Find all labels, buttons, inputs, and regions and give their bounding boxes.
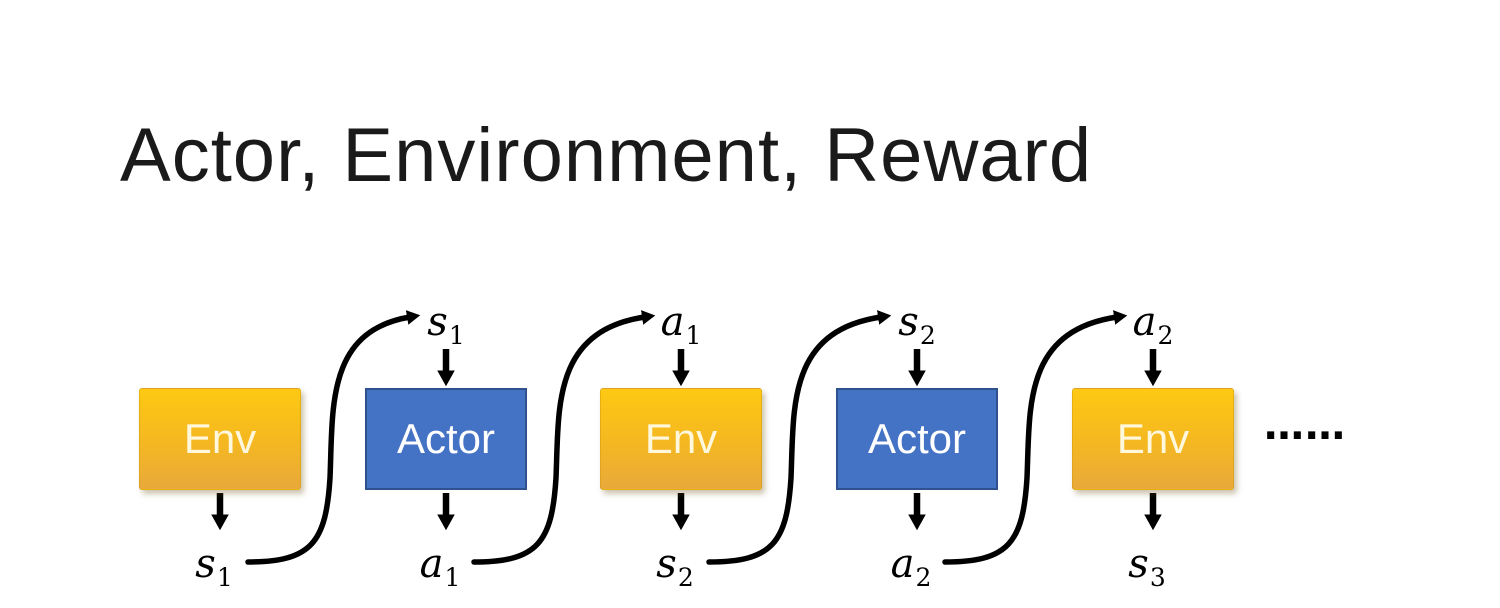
top-label-s1: s1 xyxy=(427,302,464,348)
bottom-label-s3: s3 xyxy=(1128,544,1165,590)
actor-box-1-label: Actor xyxy=(396,415,496,462)
bottom-label-a2-var: a xyxy=(890,541,915,587)
bottom-label-a2: a2 xyxy=(891,544,932,590)
top-label-a2: a2 xyxy=(1133,302,1174,348)
top-label-a1: a1 xyxy=(661,302,702,348)
bottom-label-s3-sub: 3 xyxy=(1149,563,1166,592)
top-label-s2-var: s xyxy=(898,299,919,345)
top-label-s2-sub: 2 xyxy=(919,321,936,350)
bottom-label-a1-sub: 1 xyxy=(444,563,461,592)
top-label-a2-var: a xyxy=(1132,299,1157,345)
bottom-label-s2-var: s xyxy=(656,541,677,587)
env-box-1: Env xyxy=(139,388,301,490)
env-box-3: Env xyxy=(1072,388,1234,490)
actor-box-2-label: Actor xyxy=(867,415,967,462)
top-label-s1-var: s xyxy=(427,299,448,345)
slide-title: Actor, Environment, Reward xyxy=(120,113,1093,198)
bottom-label-s1-sub: 1 xyxy=(216,563,233,592)
top-label-a2-sub: 2 xyxy=(1157,321,1174,350)
bottom-label-a2-sub: 2 xyxy=(915,563,932,592)
bottom-label-s2-sub: 2 xyxy=(677,563,694,592)
bottom-label-s2: s2 xyxy=(656,544,693,590)
bottom-label-s3-var: s xyxy=(1128,541,1149,587)
bottom-label-s1-var: s xyxy=(195,541,216,587)
top-label-s2: s2 xyxy=(898,302,935,348)
bottom-label-s1: s1 xyxy=(195,544,232,590)
env-box-3-label: Env xyxy=(1116,415,1190,462)
bottom-label-a1-var: a xyxy=(419,541,444,587)
top-label-a1-sub: 1 xyxy=(685,321,702,350)
actor-box-2: Actor xyxy=(836,388,998,490)
actor-box-1: Actor xyxy=(365,388,527,490)
env-box-2-label: Env xyxy=(644,415,718,462)
continuation-ellipsis: …… xyxy=(1264,403,1346,449)
top-label-a1-var: a xyxy=(660,299,685,345)
env-box-2: Env xyxy=(600,388,762,490)
env-box-1-label: Env xyxy=(183,415,257,462)
top-label-s1-sub: 1 xyxy=(448,321,465,350)
bottom-label-a1: a1 xyxy=(420,544,461,590)
